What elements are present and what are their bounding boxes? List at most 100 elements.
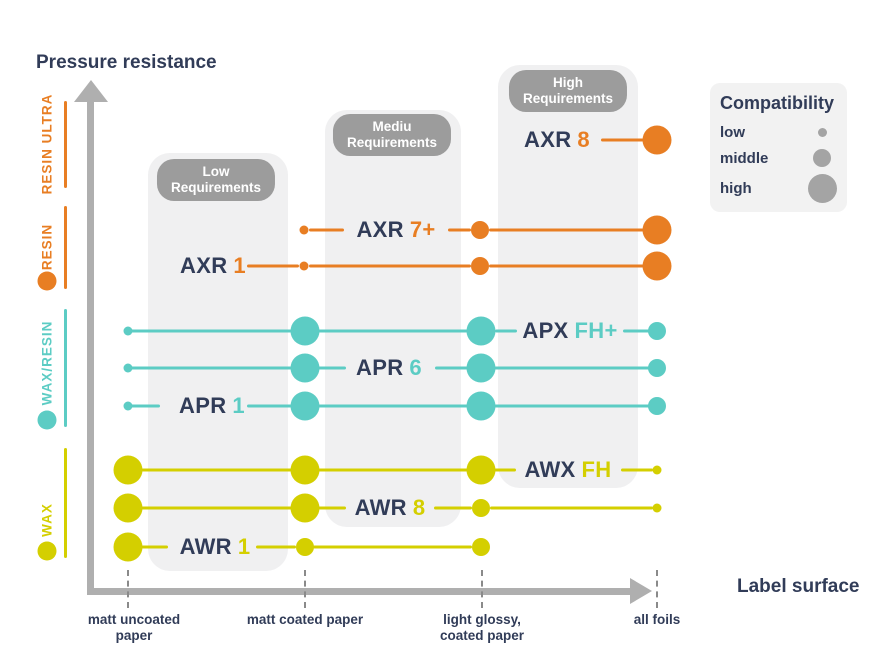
product-name: AWR: [179, 534, 232, 559]
compat-line: [140, 506, 293, 510]
compat-line: [435, 366, 470, 370]
compat-line: [309, 264, 471, 268]
product-name: AWR: [354, 495, 407, 520]
legend-title: Compatibility: [720, 93, 835, 113]
compat-line: [494, 366, 650, 370]
compat-line: [448, 228, 471, 232]
y-group-label: RESIN ULTRA: [39, 93, 55, 195]
x-axis-tick: [304, 570, 306, 608]
x-category-line: matt coated paper: [246, 612, 364, 627]
x-axis-line: [87, 588, 630, 595]
compat-dot-high: [290, 493, 320, 523]
product-suffix: FH: [581, 457, 612, 482]
product-name: AXR: [180, 253, 228, 278]
compat-dot-high: [113, 532, 143, 562]
compat-dot-high: [113, 455, 143, 485]
legend-item: middle: [720, 144, 837, 172]
compat-dot-middle: [472, 499, 490, 517]
x-category-line: coated paper: [439, 628, 525, 643]
requirement-band: [498, 65, 638, 488]
compat-dot-middle: [296, 538, 314, 556]
legend-item-label: low: [720, 123, 745, 141]
compat-line: [309, 228, 344, 232]
product-suffix: 1: [233, 253, 246, 278]
compat-line: [247, 404, 294, 408]
compat-line: [317, 506, 346, 510]
compat-line: [256, 545, 296, 549]
x-category-line: light glossy,: [443, 612, 521, 627]
requirement-pill-text: Requirements: [346, 135, 438, 150]
x-axis-title: Label surface: [737, 576, 860, 597]
compat-dot-low: [652, 503, 662, 513]
compat-dot-high: [290, 316, 320, 346]
y-axis-arrowhead-icon: [74, 80, 108, 102]
requirement-pill-text: Requirements: [522, 91, 614, 106]
compat-line: [623, 329, 650, 333]
compat-dot-high: [642, 215, 672, 245]
compat-dot-middle: [648, 359, 666, 377]
compat-line: [601, 138, 647, 142]
compat-dot-middle: [471, 221, 489, 239]
legend-item-label: middle: [720, 149, 769, 167]
compat-line: [130, 366, 294, 370]
product-suffix: 7+: [409, 217, 436, 242]
compat-line: [490, 506, 653, 510]
y-group-dot: [37, 410, 57, 430]
compat-dot-low: [123, 401, 133, 411]
compat-dot-high: [466, 455, 496, 485]
compat-dot-low: [123, 326, 133, 336]
legend-item-label: high: [720, 180, 752, 197]
compat-line: [495, 329, 517, 333]
compat-dot-low: [299, 261, 309, 271]
compat-line: [489, 228, 647, 232]
legend-items: low middle high: [720, 120, 837, 205]
y-group-label: WAX/RESIN: [39, 320, 55, 406]
y-group-line: [64, 206, 67, 289]
compat-dot-high: [466, 353, 496, 383]
compat-line: [130, 329, 294, 333]
compat-dot-low: [652, 465, 662, 475]
compat-dot-high: [642, 251, 672, 281]
compat-line: [316, 366, 346, 370]
compat-line: [434, 506, 472, 510]
legend-dot-slot: [807, 174, 837, 203]
product-name: APR: [179, 393, 227, 418]
x-axis-tick: [656, 570, 658, 608]
compat-line: [494, 468, 516, 472]
product-suffix: 1: [232, 393, 245, 418]
compatibility-legend: Compatibility low middle high: [710, 83, 847, 212]
compat-line: [317, 468, 468, 472]
compat-dot-middle: [648, 322, 666, 340]
compat-line: [247, 264, 299, 268]
y-group-line: [64, 448, 67, 558]
compat-dot-middle: [472, 538, 490, 556]
requirement-band: [148, 153, 288, 571]
compat-dot-high: [290, 455, 320, 485]
compat-line: [316, 404, 470, 408]
requirement-pill-text: Low: [202, 164, 230, 179]
product-name: AWX: [524, 457, 576, 482]
legend-dot-middle: [813, 149, 831, 167]
product-suffix: 1: [237, 534, 251, 559]
y-group-dot: [37, 541, 57, 561]
compat-line: [621, 468, 653, 472]
compat-dot-high: [113, 493, 143, 523]
compat-line: [313, 545, 472, 549]
requirement-pill-text: Mediu: [372, 119, 412, 134]
product-suffix: 8: [412, 495, 426, 520]
compat-dot-high: [290, 391, 320, 421]
compat-line: [489, 264, 647, 268]
compat-line: [494, 404, 650, 408]
compat-dot-high: [642, 125, 672, 155]
